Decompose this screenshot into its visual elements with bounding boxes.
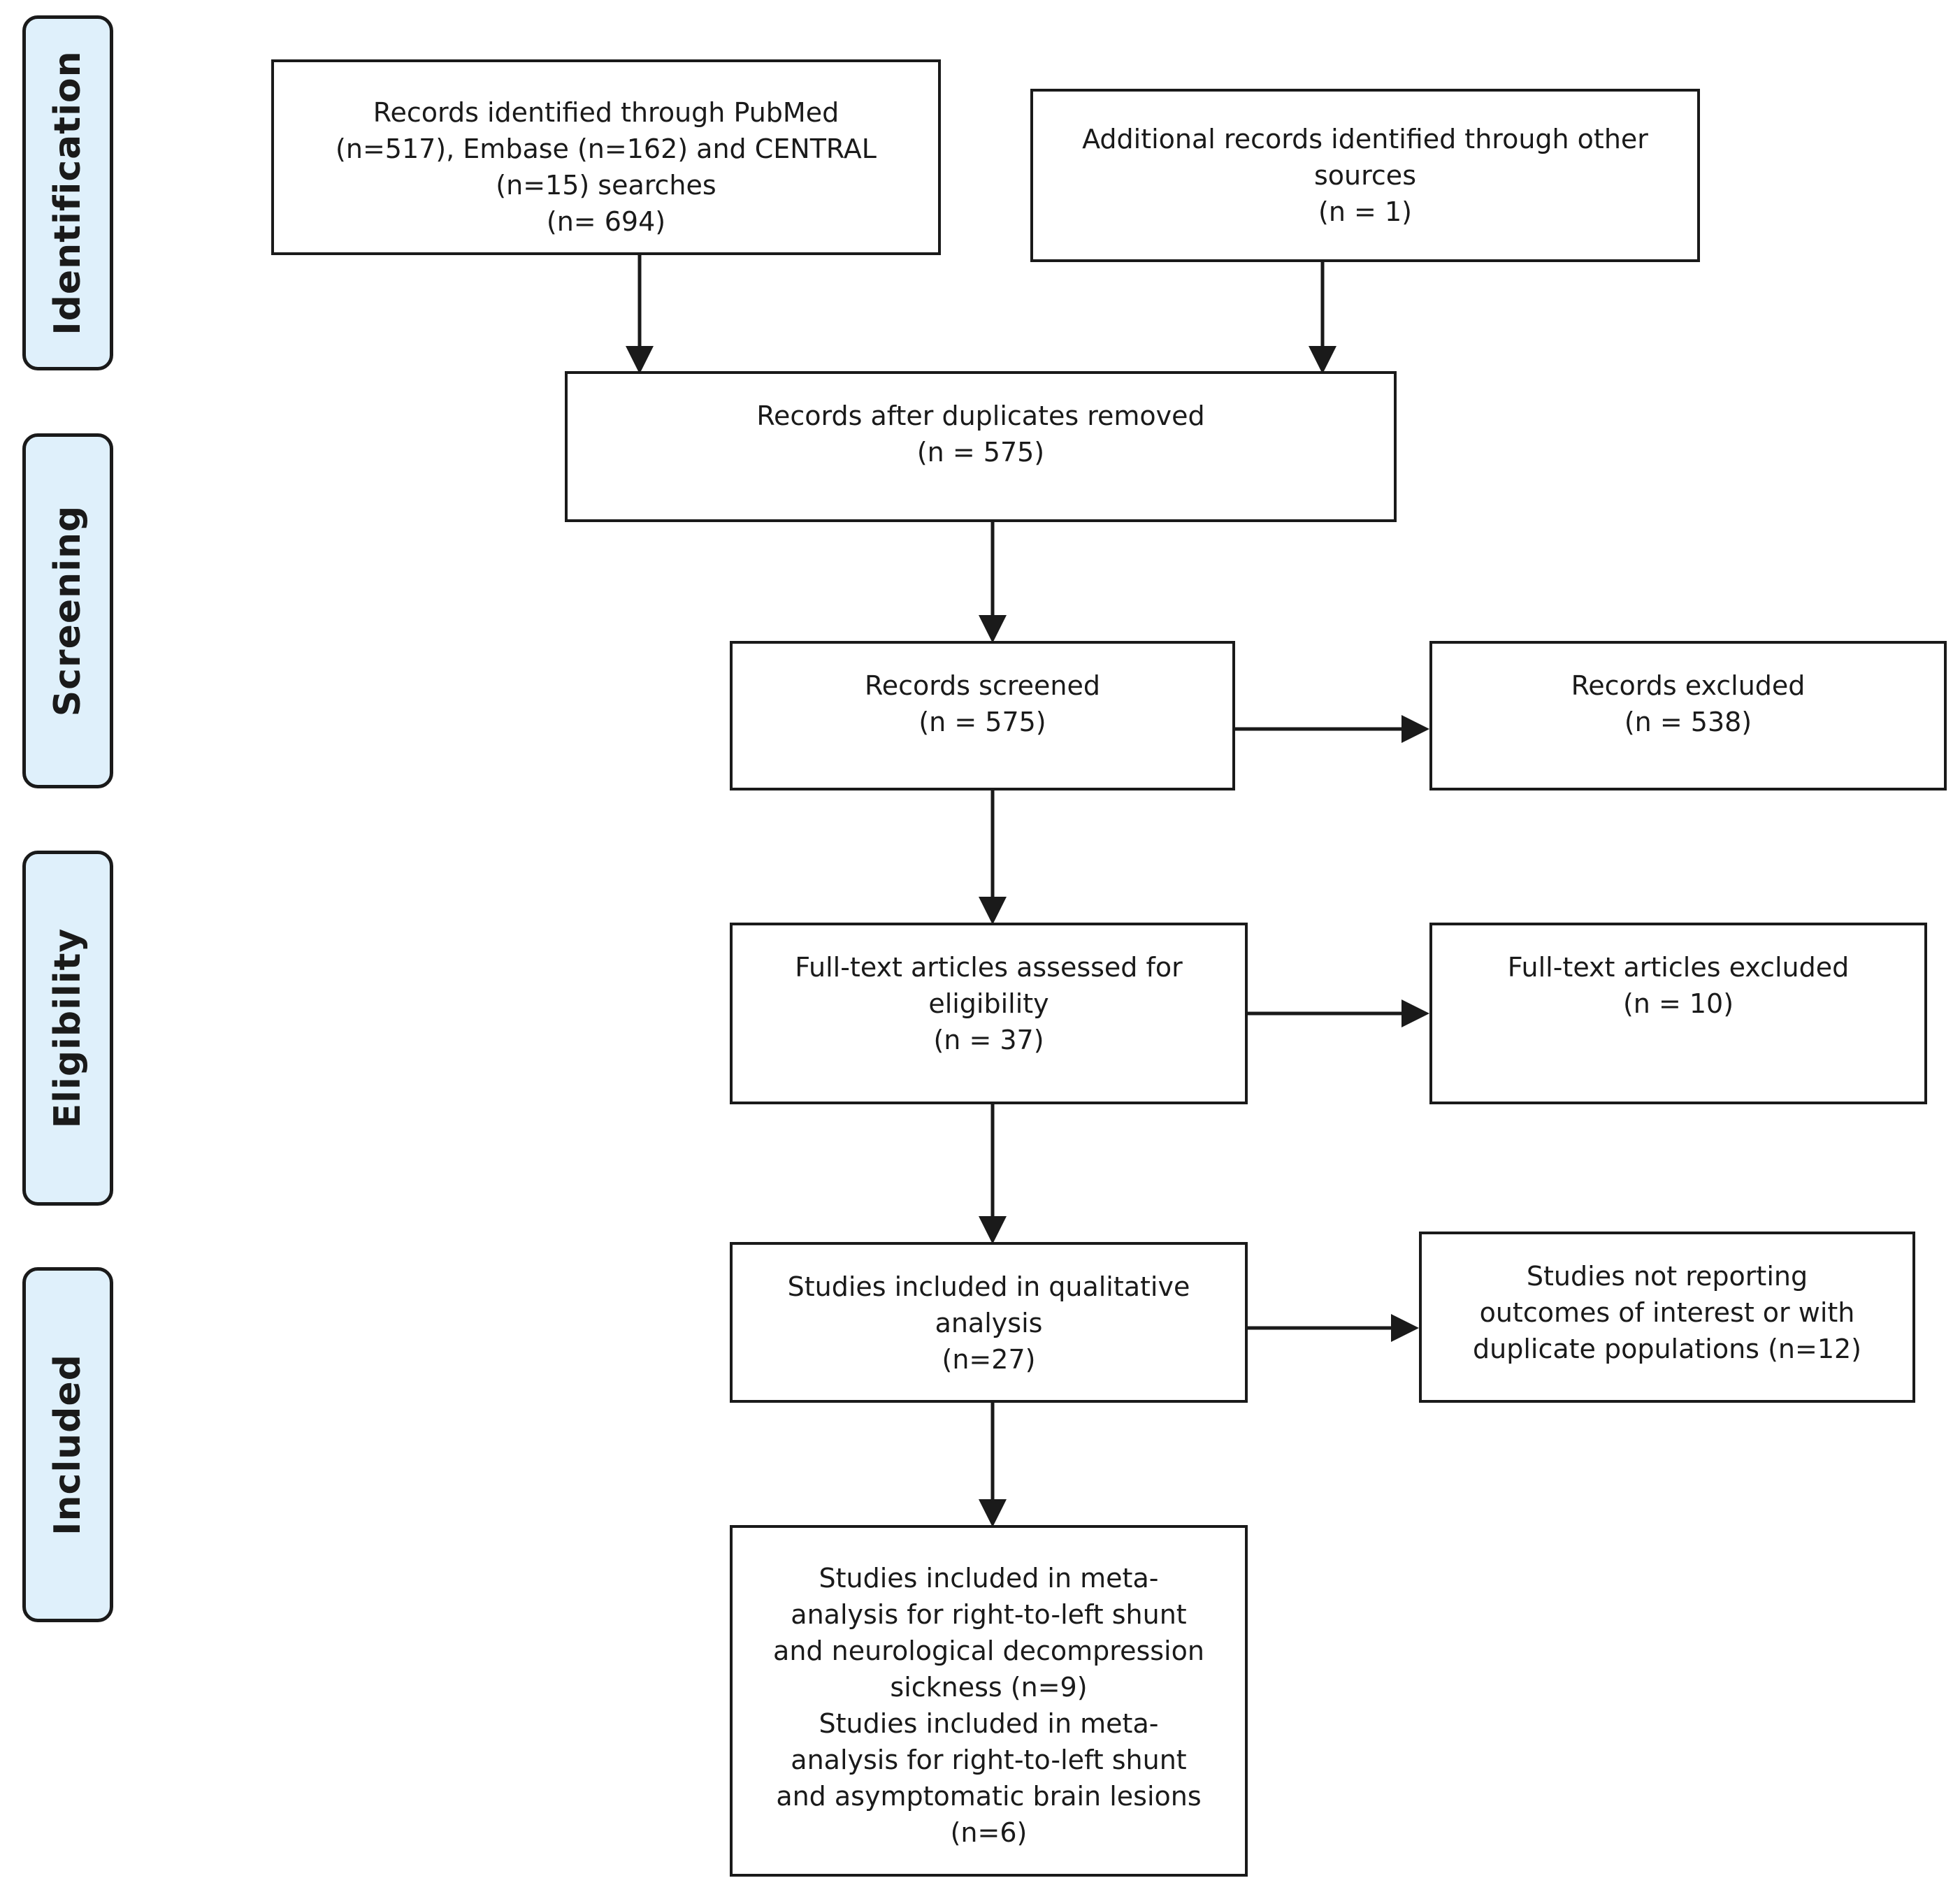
- phase-included: Included: [22, 1267, 113, 1622]
- box-text-line: (n=517), Embase (n=162) and CENTRAL: [336, 133, 877, 164]
- box-text-line: and neurological decompression: [773, 1636, 1204, 1666]
- box-text-line: Records screened: [865, 670, 1100, 701]
- box-text-line: (n = 575): [916, 437, 1045, 468]
- box-text-line: duplicate populations (n=12): [1473, 1334, 1861, 1364]
- not-reporting-box: Studies not reporting outcomes of interes…: [1419, 1232, 1915, 1403]
- box-text-line: (n=15) searches: [496, 170, 716, 201]
- database-search-box: Records identified through PubMed (n=517)…: [271, 59, 941, 255]
- box-text-line: sources: [1314, 160, 1416, 191]
- box-text-line: (n = 10): [1622, 988, 1734, 1019]
- box-text-line: Studies included in meta-: [819, 1708, 1159, 1739]
- fulltext-excluded-box: Full-text articles excluded (n = 10): [1429, 923, 1927, 1104]
- records-excluded-box: Records excluded (n = 538): [1429, 641, 1947, 790]
- box-text-line: Studies not reporting: [1526, 1261, 1808, 1292]
- phase-eligibility: Eligibility: [22, 851, 113, 1206]
- box-text-line: (n = 538): [1624, 707, 1752, 737]
- records-screened-box: Records screened (n = 575): [730, 641, 1235, 790]
- box-text-line: Records after duplicates removed: [756, 400, 1205, 431]
- phase-screening: Screening: [22, 433, 113, 788]
- box-text-line: (n= 694): [546, 206, 666, 237]
- box-text-line: analysis: [935, 1308, 1043, 1338]
- box-text-line: Studies included in meta-: [819, 1563, 1159, 1594]
- box-text-line: Full-text articles assessed for: [795, 952, 1183, 983]
- fulltext-assessed-box: Full-text articles assessed for eligibili…: [730, 923, 1248, 1104]
- box-text-line: Additional records identified through ot…: [1082, 124, 1648, 154]
- box-text-line: Studies included in qualitative: [787, 1271, 1190, 1302]
- box-text-line: Full-text articles excluded: [1507, 952, 1850, 983]
- box-text-line: Records identified through PubMed: [373, 97, 840, 128]
- box-text-line: outcomes of interest or with: [1479, 1297, 1855, 1328]
- box-text-line: (n = 37): [933, 1025, 1044, 1055]
- box-text-line: eligibility: [928, 988, 1049, 1019]
- box-text-line: Records excluded: [1571, 670, 1806, 701]
- box-text-line: (n=27): [942, 1344, 1036, 1375]
- box-text-line: analysis for right-to-left shunt: [791, 1599, 1187, 1630]
- box-text-line: and asymptomatic brain lesions: [776, 1781, 1202, 1812]
- box-text-line: sickness (n=9): [890, 1672, 1088, 1703]
- box-text-line: analysis for right-to-left shunt: [791, 1745, 1187, 1775]
- qualitative-analysis-box: Studies included in qualitative analysis (…: [730, 1242, 1248, 1403]
- box-text-line: (n = 1): [1318, 196, 1412, 227]
- duplicates-removed-box: Records after duplicates removed (n = 575…: [565, 371, 1397, 522]
- box-text-line: (n = 575): [918, 707, 1046, 737]
- phase-identification: Identification: [22, 15, 113, 370]
- other-sources-box: Additional records identified through ot…: [1030, 89, 1700, 262]
- meta-analysis-box: Studies included in meta-analysis for ri…: [730, 1525, 1248, 1877]
- box-text-line: (n=6): [950, 1817, 1028, 1848]
